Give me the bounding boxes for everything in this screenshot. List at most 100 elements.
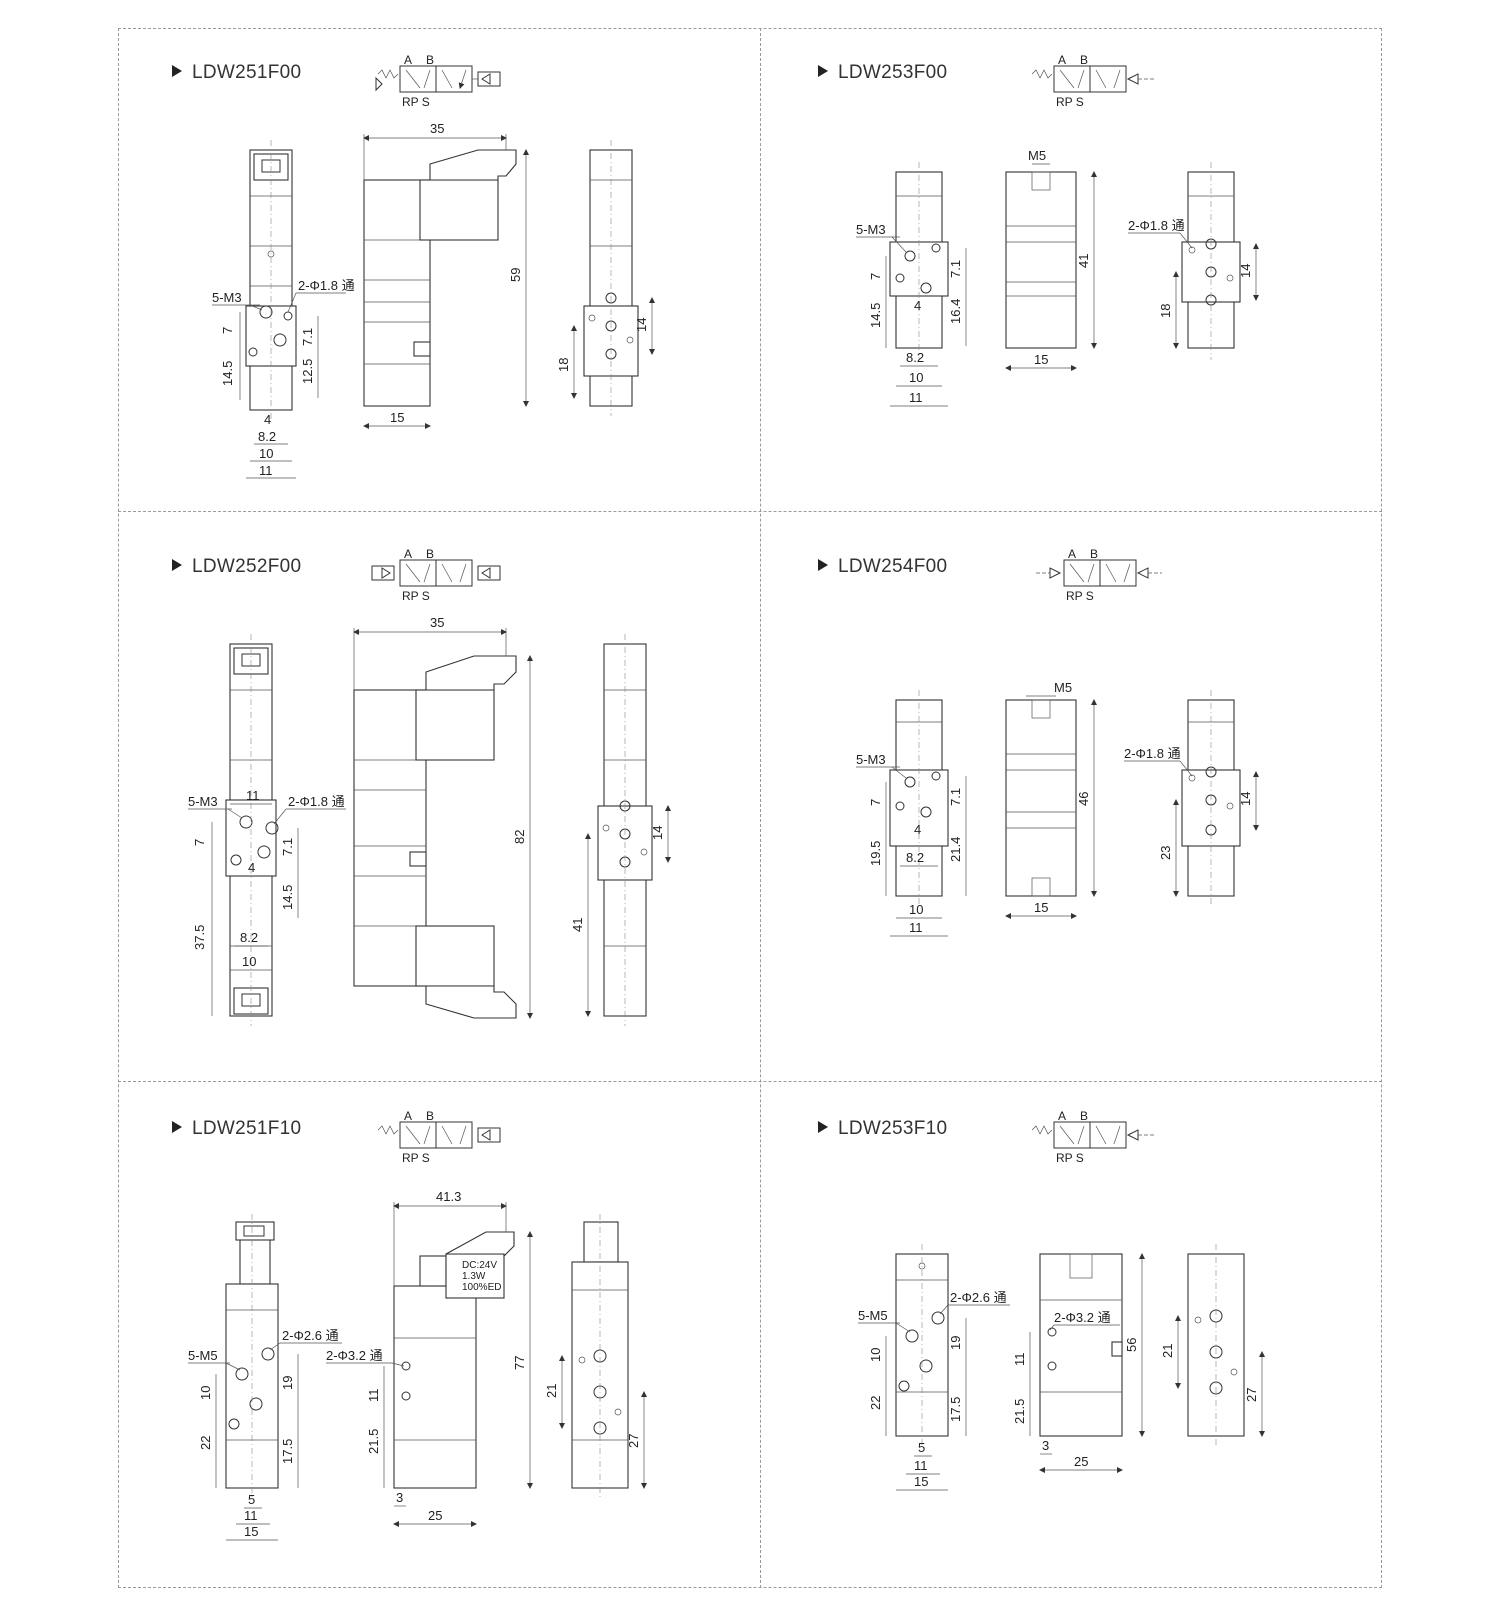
svg-text:B: B bbox=[1080, 53, 1088, 67]
svg-text:7: 7 bbox=[868, 799, 883, 806]
svg-text:A: A bbox=[404, 53, 412, 67]
svg-text:M5: M5 bbox=[1028, 148, 1046, 163]
svg-text:8.2: 8.2 bbox=[240, 930, 258, 945]
svg-text:5-M3: 5-M3 bbox=[188, 794, 218, 809]
svg-text:21: 21 bbox=[544, 1384, 559, 1398]
svg-text:25: 25 bbox=[428, 1508, 442, 1523]
svg-text:B: B bbox=[1080, 1109, 1088, 1123]
drawing-ldw254f00: 5-M3 7 19.5 7.1 21.4 4 8.2 10 11 M5 46 1… bbox=[856, 680, 1259, 937]
panel-title: LDW254F00 bbox=[818, 556, 947, 578]
svg-text:RP S: RP S bbox=[402, 589, 430, 603]
play-arrow-icon bbox=[172, 1121, 182, 1133]
svg-text:15: 15 bbox=[244, 1524, 258, 1539]
svg-text:A: A bbox=[1058, 53, 1066, 67]
drawing-grid bbox=[118, 28, 1382, 1588]
svg-text:7: 7 bbox=[220, 327, 235, 334]
svg-text:19.5: 19.5 bbox=[868, 841, 883, 866]
svg-text:15: 15 bbox=[914, 1474, 928, 1489]
svg-text:15: 15 bbox=[390, 410, 404, 425]
svg-text:DC:24V: DC:24V bbox=[462, 1260, 497, 1271]
play-arrow-icon bbox=[172, 65, 182, 77]
svg-text:11: 11 bbox=[909, 920, 923, 935]
svg-text:11: 11 bbox=[246, 788, 260, 803]
svg-text:10: 10 bbox=[909, 902, 923, 917]
svg-text:15: 15 bbox=[1034, 352, 1048, 367]
svg-text:7.1: 7.1 bbox=[948, 788, 963, 806]
svg-text:59: 59 bbox=[508, 268, 523, 282]
svg-text:11: 11 bbox=[914, 1458, 928, 1473]
svg-text:14.5: 14.5 bbox=[220, 361, 235, 386]
svg-text:14: 14 bbox=[634, 318, 649, 332]
svg-text:B: B bbox=[426, 1109, 434, 1123]
svg-text:5: 5 bbox=[248, 1492, 255, 1507]
svg-text:21.5: 21.5 bbox=[366, 1429, 381, 1454]
svg-text:5: 5 bbox=[918, 1440, 925, 1455]
svg-text:17.5: 17.5 bbox=[280, 1439, 295, 1464]
play-arrow-icon bbox=[818, 1121, 828, 1133]
svg-text:3: 3 bbox=[396, 1490, 403, 1505]
panel-title: LDW253F00 bbox=[818, 62, 947, 84]
svg-text:4: 4 bbox=[914, 822, 921, 837]
svg-text:10: 10 bbox=[242, 954, 256, 969]
svg-text:14.5: 14.5 bbox=[868, 303, 883, 328]
svg-text:15: 15 bbox=[1034, 900, 1048, 915]
drawing-ldw251f10: 5-M5 2-Φ2.6 通 10 22 19 17.5 5 11 15 DC:2… bbox=[188, 1189, 647, 1541]
svg-text:B: B bbox=[1090, 547, 1098, 561]
svg-text:B: B bbox=[426, 53, 434, 67]
drawing-ldw253f10: 5-M5 2-Φ2.6 通 10 22 19 17.5 5 11 15 2-Φ3… bbox=[858, 1244, 1265, 1491]
svg-text:82: 82 bbox=[512, 830, 527, 844]
play-arrow-icon bbox=[818, 559, 828, 571]
svg-text:23: 23 bbox=[1158, 846, 1173, 860]
svg-text:10: 10 bbox=[909, 370, 923, 385]
svg-text:A: A bbox=[404, 1109, 412, 1123]
svg-text:37.5: 37.5 bbox=[192, 925, 207, 950]
svg-text:4: 4 bbox=[264, 412, 271, 427]
svg-text:A: A bbox=[1068, 547, 1076, 561]
svg-text:41: 41 bbox=[1076, 254, 1091, 268]
svg-text:22: 22 bbox=[868, 1396, 883, 1410]
svg-text:35: 35 bbox=[430, 615, 444, 630]
svg-text:35: 35 bbox=[430, 121, 444, 136]
svg-text:11: 11 bbox=[909, 390, 923, 405]
svg-text:27: 27 bbox=[1244, 1388, 1259, 1402]
play-arrow-icon bbox=[818, 65, 828, 77]
svg-text:17.5: 17.5 bbox=[948, 1397, 963, 1422]
svg-text:7.1: 7.1 bbox=[300, 328, 315, 346]
grid-divider-vertical bbox=[760, 28, 761, 1588]
svg-text:A: A bbox=[404, 547, 412, 561]
svg-text:7.1: 7.1 bbox=[948, 260, 963, 278]
svg-text:14: 14 bbox=[650, 826, 665, 840]
panel-title: LDW253F10 bbox=[818, 1118, 947, 1140]
svg-text:1.3W: 1.3W bbox=[462, 1271, 486, 1282]
drawing-ldw253f00: 5-M3 7 14.5 7.1 16.4 4 8.2 10 11 M5 41 1… bbox=[856, 148, 1259, 407]
svg-text:2-Φ1.8 通: 2-Φ1.8 通 bbox=[1128, 218, 1185, 233]
svg-text:5-M5: 5-M5 bbox=[858, 1308, 888, 1323]
svg-text:2-Φ3.2 通: 2-Φ3.2 通 bbox=[1054, 1310, 1111, 1325]
drawing-ldw252f00: 11 5-M3 2-Φ1.8 通 7 7.1 4 14.5 37.5 8.2 1… bbox=[188, 615, 671, 1026]
svg-text:16.4: 16.4 bbox=[948, 299, 963, 324]
svg-text:M5: M5 bbox=[1054, 680, 1072, 695]
svg-text:4: 4 bbox=[248, 860, 255, 875]
svg-text:2-Φ2.6 通: 2-Φ2.6 通 bbox=[282, 1328, 339, 1343]
svg-text:100%ED: 100%ED bbox=[462, 1282, 501, 1293]
svg-text:8.2: 8.2 bbox=[906, 850, 924, 865]
svg-text:RP S: RP S bbox=[1056, 1151, 1084, 1165]
svg-text:19: 19 bbox=[280, 1376, 295, 1390]
svg-text:21: 21 bbox=[1160, 1344, 1175, 1358]
svg-text:RP S: RP S bbox=[1066, 589, 1094, 603]
svg-text:11: 11 bbox=[1012, 1353, 1027, 1367]
svg-text:A: A bbox=[1058, 1109, 1066, 1123]
svg-text:14: 14 bbox=[1238, 264, 1253, 278]
svg-text:RP S: RP S bbox=[402, 95, 430, 109]
svg-text:2-Φ1.8 通: 2-Φ1.8 通 bbox=[288, 794, 345, 809]
svg-text:10: 10 bbox=[198, 1386, 213, 1400]
svg-text:2-Φ1.8 通: 2-Φ1.8 通 bbox=[298, 278, 355, 293]
svg-text:5-M5: 5-M5 bbox=[188, 1348, 218, 1363]
svg-text:10: 10 bbox=[259, 446, 273, 461]
svg-text:56: 56 bbox=[1124, 1338, 1139, 1352]
grid-divider-row2 bbox=[118, 1081, 1382, 1082]
grid-divider-row1 bbox=[118, 511, 1382, 512]
svg-text:8.2: 8.2 bbox=[258, 429, 276, 444]
play-arrow-icon bbox=[172, 559, 182, 571]
